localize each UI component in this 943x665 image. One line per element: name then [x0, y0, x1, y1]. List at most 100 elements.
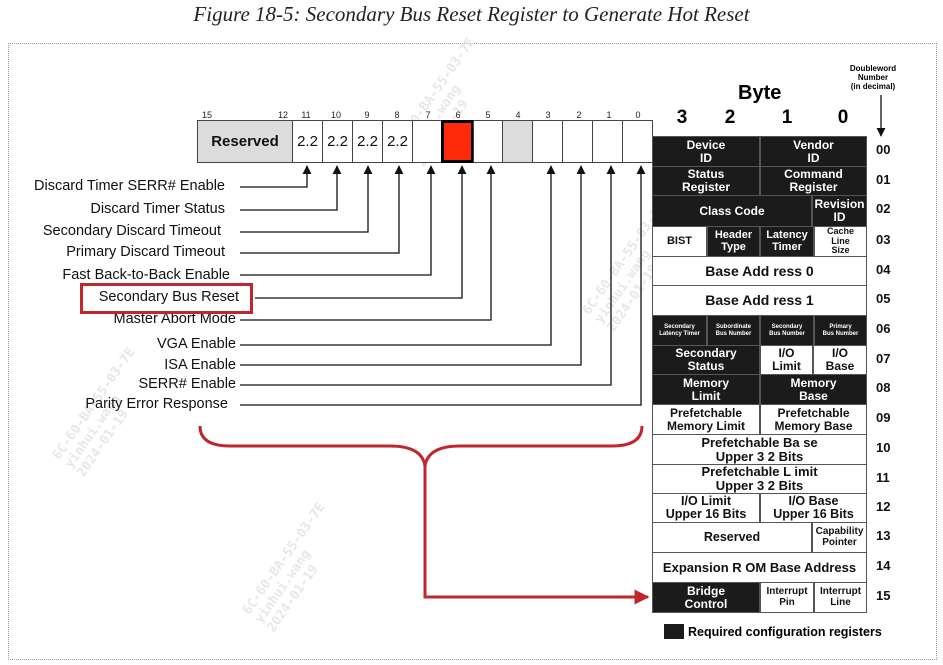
doubleword-number: 13 [876, 528, 891, 543]
register-cell: Base Add ress 1 [652, 285, 867, 316]
bit-11-box: 2.2 [292, 120, 323, 163]
leader-line [240, 165, 616, 386]
bit-5-box [473, 120, 503, 163]
doubleword-header: Doubleword Number (in decimal) [849, 64, 897, 91]
bit-number: 8 [394, 110, 400, 120]
figure-frame [8, 43, 937, 660]
bit-1-box [592, 120, 623, 163]
bit-number: 9 [364, 110, 370, 120]
doubleword-number: 15 [876, 588, 891, 603]
leader-line [240, 165, 556, 346]
doubleword-number: 10 [876, 440, 891, 455]
byte-number: 1 [781, 107, 793, 128]
label-discard-timer-status: Discard Timer Status [90, 201, 225, 217]
bit-7-box [412, 120, 442, 163]
doubleword-number: 07 [876, 351, 891, 366]
label-secondary-bus-reset: Secondary Bus Reset [98, 289, 239, 305]
byte-number: 2 [724, 107, 736, 128]
doubleword-number: 03 [876, 232, 891, 247]
doubleword-number: 04 [876, 262, 891, 277]
bit-number: 11 [301, 110, 311, 120]
bit-number: 6 [455, 110, 461, 120]
bit-number: 10 [330, 110, 341, 120]
bit-number: 7 [425, 110, 431, 120]
doubleword-number: 01 [876, 172, 891, 187]
label-serr-enable: SERR# Enable [138, 376, 236, 392]
register-cell: Base Add ress 0 [652, 256, 867, 286]
leader-line [240, 165, 342, 211]
leader-line [240, 165, 586, 366]
byte-number: 3 [676, 107, 688, 128]
bit-number: 2 [576, 110, 582, 120]
leader-line [240, 165, 646, 406]
legend-text: Required configuration registers [688, 625, 882, 639]
byte-number: 0 [837, 107, 849, 128]
legend-swatch [664, 624, 684, 639]
doubleword-number: 12 [876, 499, 891, 514]
register-cell: BIST [652, 226, 707, 257]
leader-line [240, 165, 496, 321]
register-row-05: Base Add ress 1 [652, 285, 867, 316]
leader-line [240, 165, 312, 188]
bit-number: 3 [545, 110, 551, 120]
register-cell: Reserved [652, 522, 812, 553]
register-cell: Expansion R OM Base Address [652, 552, 867, 583]
highlight-box [80, 283, 253, 314]
bit-0-box [622, 120, 653, 163]
label-master-abort-mode: Master Abort Mode [113, 311, 237, 327]
bit-number: 0 [635, 110, 641, 120]
callout-arrow [423, 466, 650, 605]
label-fast-back-to-back-enable: Fast Back-to-Back Enable [62, 267, 230, 283]
label-isa-enable: ISA Enable [164, 357, 236, 373]
bit-number: 5 [485, 110, 491, 120]
bit-number: 12 [277, 110, 288, 120]
leader-line [240, 165, 404, 254]
doubleword-number: 02 [876, 201, 891, 216]
label-secondary-discard-timeout: Secondary Discard Timeout [42, 223, 221, 239]
doubleword-number: 14 [876, 558, 891, 573]
doubleword-number: 08 [876, 380, 891, 395]
leader-line [240, 165, 373, 233]
register-row-14: Expansion R OM Base Address [652, 552, 867, 583]
register-row-04: Base Add ress 0 [652, 256, 867, 286]
doubleword-number: 06 [876, 321, 891, 336]
label-primary-discard-timeout: Primary Discard Timeout [66, 244, 225, 260]
curly-brace [198, 425, 644, 467]
bit-number: 15 [201, 110, 212, 120]
register-cell: Class Code [652, 195, 812, 227]
secondary-bus-reset-bit [441, 120, 474, 163]
leader-line [255, 165, 467, 299]
label-vga-enable: VGA Enable [157, 336, 236, 352]
leader-line [240, 165, 436, 276]
